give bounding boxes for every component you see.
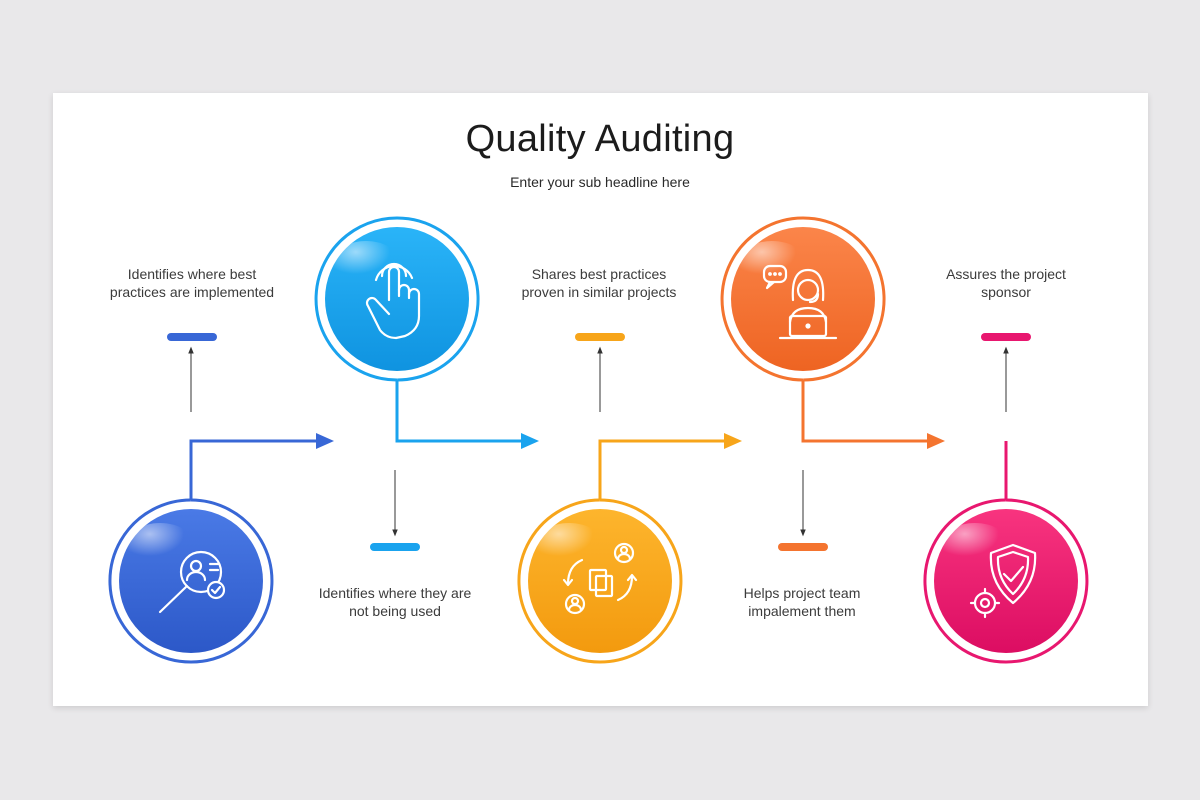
support-agent-icon xyxy=(762,264,838,340)
step-3-ring xyxy=(517,498,683,664)
shield-check-gear-icon xyxy=(969,543,1037,619)
step-2-ring xyxy=(314,216,480,382)
step-1-node xyxy=(108,433,334,664)
step-1-marker xyxy=(167,333,217,341)
touch-hand-icon xyxy=(365,262,421,340)
step-3-marker xyxy=(575,333,625,341)
step-3-description: Shares best practices proven in similar … xyxy=(521,266,677,300)
step-2-description: Identifies where they are not being used xyxy=(318,585,472,619)
step-4-description: Helps project team impalement them xyxy=(743,585,861,619)
step-4-marker xyxy=(778,543,828,551)
step-4-ring xyxy=(720,216,886,382)
step-5-node xyxy=(923,441,1089,664)
step-2-marker xyxy=(370,543,420,551)
page-subtitle: Enter your sub headline here xyxy=(510,174,690,190)
step-1-connector xyxy=(189,439,330,500)
step-4-node xyxy=(720,216,945,449)
step-5-ring xyxy=(923,498,1089,664)
step-3-node xyxy=(517,433,742,664)
step-5-description: Assures the project sponsor xyxy=(946,266,1066,300)
step-1-description: Identifies where best practices are impl… xyxy=(109,266,275,300)
step-2-connector xyxy=(395,380,535,443)
step-4-connector xyxy=(801,380,941,443)
document-sharing-icon xyxy=(562,542,638,615)
step-1-ring xyxy=(108,498,274,664)
search-user-check-icon xyxy=(158,550,226,614)
step-2-node xyxy=(314,216,539,449)
page-title: Quality Auditing xyxy=(465,118,735,160)
step-3-connector xyxy=(598,439,738,500)
step-5-marker xyxy=(981,333,1031,341)
